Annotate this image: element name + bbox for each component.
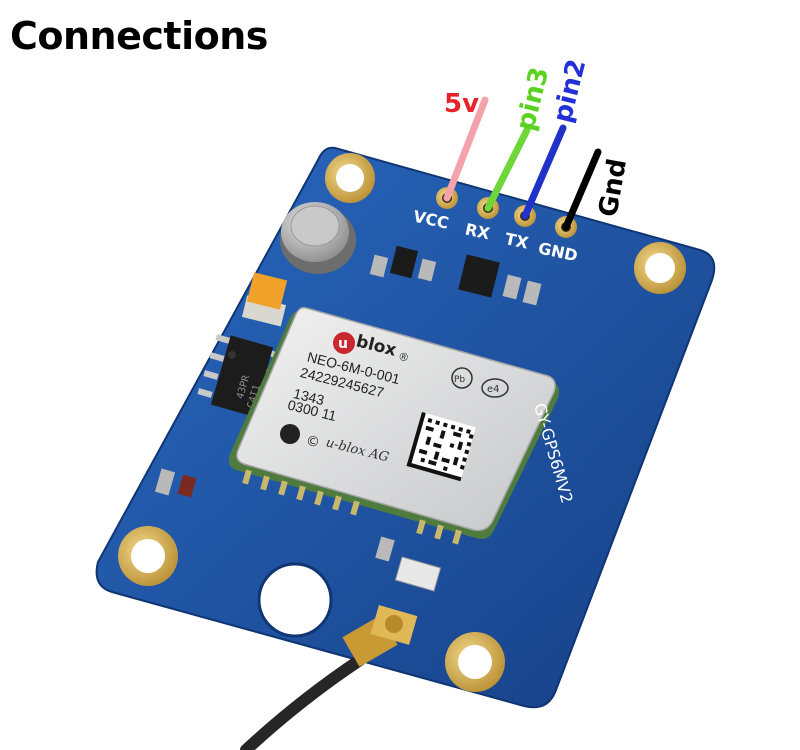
wire-label-gnd: Gnd [593,156,633,219]
backup-battery [280,202,356,274]
mounting-hole-top-right [634,242,686,294]
wire-label-pin3: pin3 [511,64,556,133]
ublox-logo-icon [333,332,355,354]
tantalum-capacitor [241,272,288,327]
wire-pin3 [484,126,531,212]
mounting-hole-bottom-left [118,526,178,586]
connection-wires [443,96,602,231]
page-title: Connections [10,14,268,58]
module-brand-mark: u [338,336,348,352]
module-copyright-symbol: © [306,434,320,450]
wire-label-pin2: pin2 [548,56,593,125]
mounting-hole-top-left [325,153,375,203]
smd-components-bottom [154,468,442,592]
module-registered: ® [397,350,411,365]
smd-components-top [369,245,542,306]
wire-5v [443,96,489,202]
mounting-hole-bottom-right [445,632,505,692]
e4-mark-icon [481,378,509,398]
wire-gnd [562,148,602,231]
pb-free-label: Pb [454,375,465,385]
e4-mark-label: e4 [487,384,500,395]
wire-pin2 [521,124,567,220]
module-code1: 1343 [292,385,326,408]
gps-module: u blox ® NEO-6M-0-001 24229245627 1343 0… [228,306,560,545]
pin1-dot [280,424,300,444]
data-matrix-code [406,412,476,482]
antenna-connector [240,605,418,750]
pin-label-tx: TX [503,229,530,253]
pb-free-icon [451,367,473,389]
pin-label-rx: RX [463,220,492,244]
wire-label-5v: 5v [444,89,479,119]
mounting-hole-bottom-center [257,562,333,638]
